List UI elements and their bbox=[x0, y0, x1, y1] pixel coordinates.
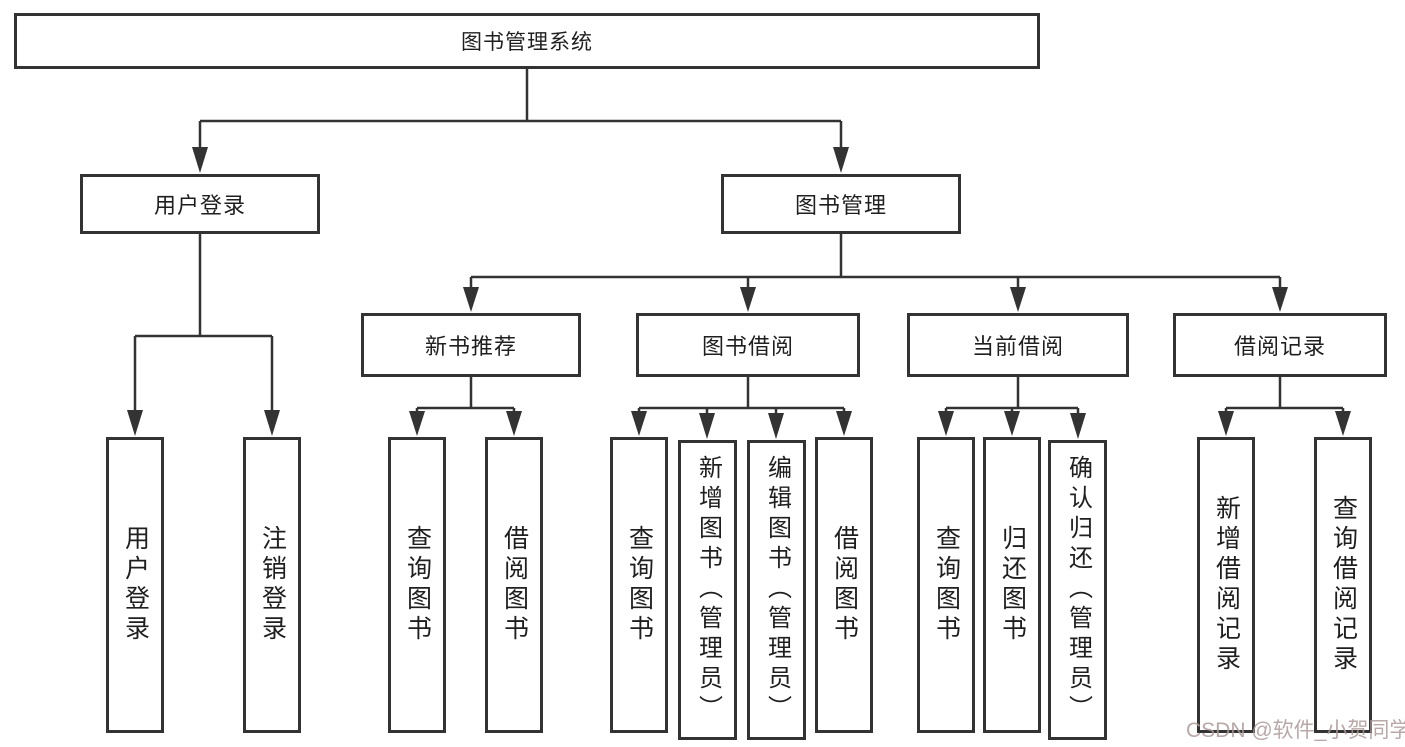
node-new-book-recommend: 新书推荐 bbox=[361, 313, 581, 377]
node-borrow-books-leaf: 借阅图书 bbox=[815, 437, 873, 733]
node-add-books-admin: 新增图书（管理员） bbox=[678, 440, 737, 740]
node-book-borrowing: 图书借阅 bbox=[636, 313, 860, 377]
csdn-watermark: CSDN @软件_小贺同学 bbox=[1186, 719, 1405, 742]
node-query-books-borrowing: 查询图书 bbox=[610, 437, 668, 733]
node-user-login: 用户登录 bbox=[80, 174, 320, 234]
node-edit-books-admin: 编辑图书（管理员） bbox=[747, 440, 806, 740]
node-current-borrowing: 当前借阅 bbox=[907, 313, 1129, 377]
node-confirm-return-admin: 确认归还（管理员） bbox=[1048, 440, 1107, 740]
node-book-management: 图书管理 bbox=[721, 174, 961, 234]
node-library-management-system: 图书管理系统 bbox=[14, 13, 1040, 69]
node-query-books-current: 查询图书 bbox=[917, 437, 975, 733]
node-borrow-books-recommend: 借阅图书 bbox=[485, 437, 543, 733]
node-user-login-leaf: 用户登录 bbox=[106, 437, 164, 733]
node-return-books: 归还图书 bbox=[983, 437, 1041, 733]
node-logout: 注销登录 bbox=[243, 437, 301, 733]
node-query-borrow-record: 查询借阅记录 bbox=[1314, 437, 1372, 733]
node-borrow-records: 借阅记录 bbox=[1173, 313, 1387, 377]
node-add-borrow-record: 新增借阅记录 bbox=[1197, 437, 1255, 733]
node-query-books-recommend: 查询图书 bbox=[388, 437, 446, 733]
